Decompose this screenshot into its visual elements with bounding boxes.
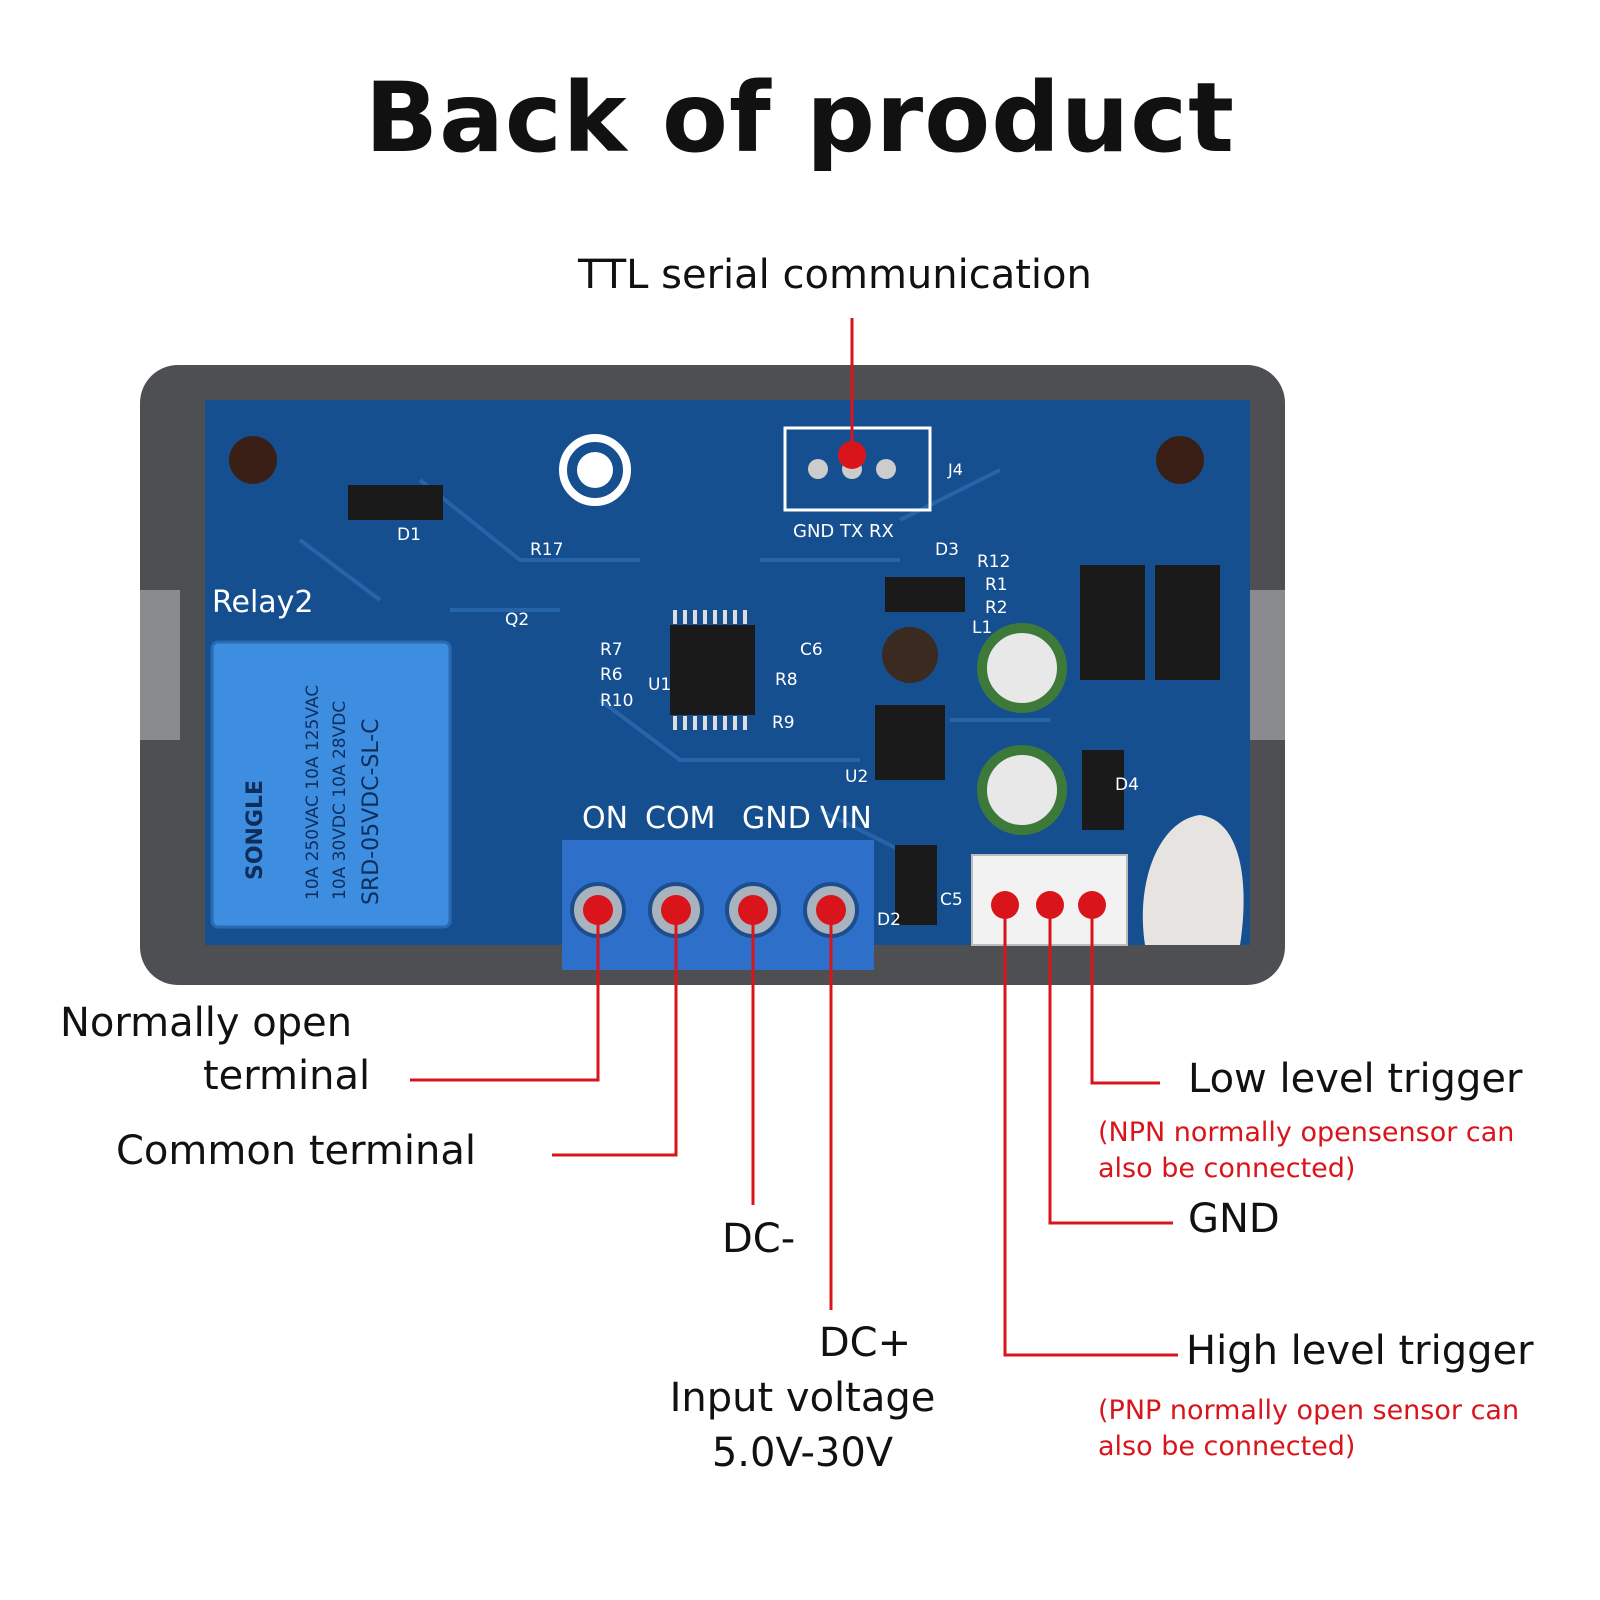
ref-r9: R9 <box>772 713 795 733</box>
optocoupler-1 <box>1080 565 1145 680</box>
pin-vin-label: VIN <box>820 801 872 836</box>
capacitor-2 <box>977 745 1067 835</box>
low-trigger-note-2: also be connected) <box>1098 1153 1356 1184</box>
common-leader <box>552 910 678 1157</box>
gnd-label: GND <box>1188 1196 1280 1242</box>
ref-u2: U2 <box>845 767 868 787</box>
high-trigger-note-1: (PNP normally open sensor can <box>1098 1395 1520 1426</box>
relay: SONGLE 10A 250VAC 10A 125VAC 10A 30VDC 1… <box>210 640 452 929</box>
diode-d2 <box>895 845 937 925</box>
common-terminal-label: Common terminal <box>116 1128 476 1174</box>
low-leader <box>1090 905 1160 1085</box>
high-trigger-note-2: also be connected) <box>1098 1431 1356 1462</box>
diode-d3 <box>885 577 965 612</box>
relay-label: Relay2 <box>212 585 314 620</box>
ref-r10: R10 <box>600 691 633 711</box>
ref-l1: L1 <box>972 618 992 638</box>
serial-header <box>783 426 932 512</box>
high-leader <box>1003 905 1178 1357</box>
page-title: Back of product <box>364 62 1236 174</box>
low-trigger-label: Low level trigger <box>1188 1056 1523 1102</box>
ref-c5: C5 <box>940 890 963 910</box>
low-trigger-note-1: (NPN normally opensensor can <box>1098 1117 1515 1148</box>
header-pins-text: GND TX RX <box>793 521 894 542</box>
ref-u1: U1 <box>648 675 671 695</box>
relay-rating-2: 10A 30VDC 10A 28VDC <box>330 701 350 900</box>
ref-r1: R1 <box>985 575 1008 595</box>
gnd-leader <box>1048 905 1173 1225</box>
ref-r6: R6 <box>600 665 623 685</box>
ref-r8: R8 <box>775 670 798 690</box>
ref-q2: Q2 <box>505 610 529 630</box>
inductor-l1 <box>882 627 938 683</box>
ref-d1: D1 <box>397 525 421 545</box>
normally-open-label-2: terminal <box>203 1053 371 1099</box>
relay-rating-1: 10A 250VAC 10A 125VAC <box>303 685 323 900</box>
ref-r7: R7 <box>600 640 623 660</box>
normally-open-label-1: Normally open <box>60 1000 353 1046</box>
pin-com-label: COM <box>645 801 715 836</box>
relay-brand: SONGLE <box>243 780 268 880</box>
relay-model: SRD-05VDC-SL-C <box>359 718 384 905</box>
chip-u2 <box>875 705 945 780</box>
input-voltage-label: Input voltage <box>669 1375 936 1421</box>
high-trigger-label: High level trigger <box>1186 1328 1534 1374</box>
pin-on-label: ON <box>582 801 628 836</box>
normally-open-leader <box>410 910 600 1082</box>
dc-minus-label: DC- <box>722 1216 796 1262</box>
pin-gnd-label: GND <box>742 801 811 836</box>
ref-r2: R2 <box>985 598 1008 618</box>
diode-d4 <box>1082 750 1124 830</box>
dc-plus-label: DC+ <box>818 1320 912 1366</box>
ref-d2: D2 <box>877 910 901 930</box>
optocoupler-2 <box>1155 565 1220 680</box>
ref-c6: C6 <box>800 640 823 660</box>
ref-d3: D3 <box>935 540 959 560</box>
ref-r12: R12 <box>977 552 1010 572</box>
diode-d1 <box>348 485 443 520</box>
header-ref-text: J4 <box>947 460 963 479</box>
ref-r17: R17 <box>530 540 563 560</box>
ref-d4: D4 <box>1115 775 1139 795</box>
voltage-range-label: 5.0V-30V <box>711 1430 894 1476</box>
logo-icon <box>559 434 631 506</box>
chip-u1 <box>670 625 755 715</box>
capacitor-1 <box>977 623 1067 713</box>
ttl-label: TTL serial communication <box>578 252 1092 298</box>
